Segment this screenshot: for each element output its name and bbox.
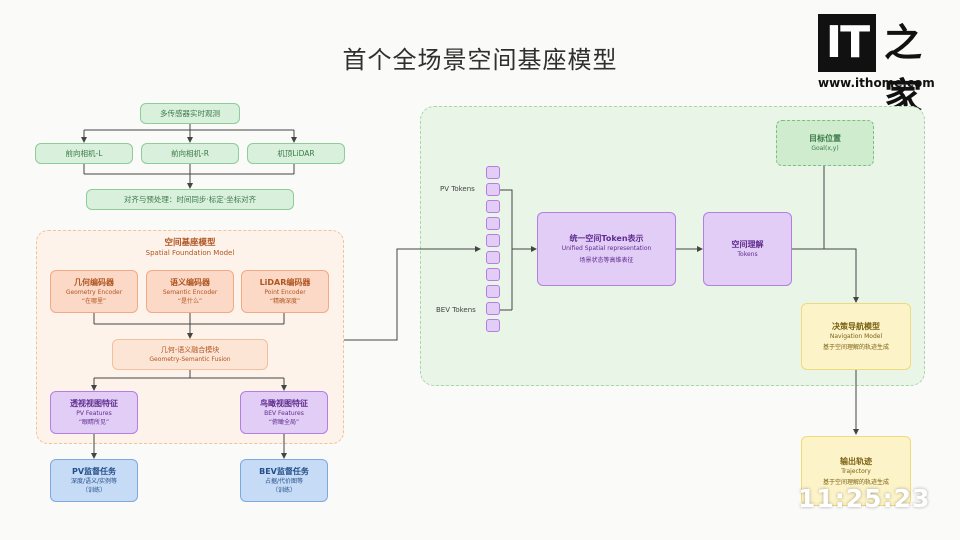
goal-position-title: 目标位置 <box>809 134 841 143</box>
semantic-encoder-en: Semantic Encoder <box>162 289 218 296</box>
lidar-label: 机顶LiDAR <box>277 148 315 158</box>
lidar-encoder-en: Point Encoder <box>264 289 306 296</box>
navigation-model-note: 基于空间理解的轨迹生成 <box>822 344 889 351</box>
foundation-title: 空间基座模型 <box>164 238 216 248</box>
pv-features-title: 透视视图特征 <box>70 399 118 408</box>
lidar-encoder-title: LiDAR编码器 <box>259 278 311 287</box>
video-timestamp: 11:25:23 <box>798 484 931 513</box>
realtime-sensor-box: 多传感器实时观测 <box>140 103 240 124</box>
semantic-encoder-title: 语义编码器 <box>170 278 210 287</box>
camera-right-box: 前向相机-R <box>141 143 239 164</box>
lidar-encoder-note: “精确深度” <box>269 298 301 305</box>
semantic-encoder-box: 语义编码器 Semantic Encoder “是什么” <box>146 270 234 313</box>
bev-task-title: BEV监督任务 <box>259 467 309 476</box>
camera-left-label: 前向相机-L <box>65 148 103 158</box>
bev-features-title: 鸟瞰视图特征 <box>260 399 308 408</box>
goal-position-box: 目标位置 Goal(x,y) <box>776 120 874 166</box>
pv-features-en: PV Features <box>76 410 112 417</box>
fusion-module-title: 几何-语义融合模块 <box>160 346 220 354</box>
unified-token-title: 统一空间Token表示 <box>569 234 644 243</box>
trajectory-title: 输出轨迹 <box>840 456 872 466</box>
pv-task-line2: （训练） <box>81 487 106 494</box>
fusion-module-en: Geometry-Semantic Fusion <box>149 356 231 363</box>
navigation-model-box: 决策导航模型 Navigation Model 基于空间理解的轨迹生成 <box>801 303 911 370</box>
pv-features-note: “眼睛所见” <box>78 419 110 426</box>
token-cell <box>486 166 500 179</box>
lidar-encoder-box: LiDAR编码器 Point Encoder “精确深度” <box>241 270 329 313</box>
logo-brand-cn: 之家 <box>884 21 923 119</box>
pv-task-box: PV监督任务 深度/语义/实例等 （训练） <box>50 459 138 502</box>
alignment-label: 对齐与预处理：时间同步·标定·坐标对齐 <box>123 194 257 204</box>
geometry-encoder-note: “在哪里” <box>81 298 107 305</box>
navigation-model-en: Navigation Model <box>829 333 883 340</box>
pv-task-title: PV监督任务 <box>71 467 117 476</box>
goal-position-en: Goal(x,y) <box>811 145 839 152</box>
token-cell <box>486 200 500 213</box>
alignment-box: 对齐与预处理：时间同步·标定·坐标对齐 <box>86 189 294 210</box>
bev-tokens-label: BEV Tokens <box>436 306 476 314</box>
foundation-subtitle: Spatial Foundation Model <box>145 249 235 257</box>
geometry-encoder-box: 几何编码器 Geometry Encoder “在哪里” <box>50 270 138 313</box>
bev-task-line1: 占据/代价图等 <box>264 478 304 485</box>
unified-token-box: 统一空间Token表示 Unified Spatial representati… <box>537 212 676 286</box>
lidar-box: 机顶LiDAR <box>247 143 345 164</box>
token-cell <box>486 268 500 281</box>
spatial-understanding-en: Tokens <box>737 251 758 258</box>
spatial-understanding-box: 空间理解 Tokens <box>703 212 792 286</box>
bev-features-en: BEV Features <box>264 410 304 417</box>
bev-task-line2: （训练） <box>271 487 296 494</box>
fusion-module-box: 几何-语义融合模块 Geometry-Semantic Fusion <box>112 339 268 370</box>
trajectory-box: 输出轨迹 Trajectory 基于空间理解的轨迹生成 <box>801 436 911 506</box>
pv-features-box: 透视视图特征 PV Features “眼睛所见” <box>50 391 138 434</box>
unified-token-note: 场景状态等高维表征 <box>579 257 634 264</box>
unified-token-en: Unified Spatial representation <box>561 245 652 252</box>
bev-task-box: BEV监督任务 占据/代价图等 （训练） <box>240 459 328 502</box>
logo-brand: IT <box>818 14 876 72</box>
geometry-encoder-en: Geometry Encoder <box>65 289 123 296</box>
navigation-model-title: 决策导航模型 <box>832 322 880 331</box>
spatial-understanding-title: 空间理解 <box>731 240 764 249</box>
token-cell <box>486 319 500 332</box>
token-cell <box>486 234 500 247</box>
realtime-sensor-label: 多传感器实时观测 <box>160 108 220 118</box>
page-title: 首个全场景空间基座模型 <box>342 46 618 74</box>
token-cell <box>486 217 500 230</box>
geometry-encoder-title: 几何编码器 <box>74 278 114 287</box>
token-cell <box>486 183 500 196</box>
ithome-logo: IT 之家 www.ithome.com <box>818 14 958 119</box>
bev-features-note: “俯瞰全局” <box>268 419 300 426</box>
token-cell <box>486 285 500 298</box>
pv-tokens-label: PV Tokens <box>440 185 475 193</box>
token-cell <box>486 251 500 264</box>
camera-left-box: 前向相机-L <box>35 143 133 164</box>
bev-features-box: 鸟瞰视图特征 BEV Features “俯瞰全局” <box>240 391 328 434</box>
trajectory-en: Trajectory <box>841 467 871 475</box>
logo-url: www.ithome.com <box>818 76 935 90</box>
foundation-heading: 空间基座模型 Spatial Foundation Model <box>36 238 344 258</box>
token-cell <box>486 302 500 315</box>
camera-right-label: 前向相机-R <box>171 148 209 158</box>
semantic-encoder-note: “是什么” <box>177 298 203 305</box>
pv-task-line1: 深度/语义/实例等 <box>70 478 118 485</box>
trajectory-note: 基于空间理解的轨迹生成 <box>822 478 889 486</box>
